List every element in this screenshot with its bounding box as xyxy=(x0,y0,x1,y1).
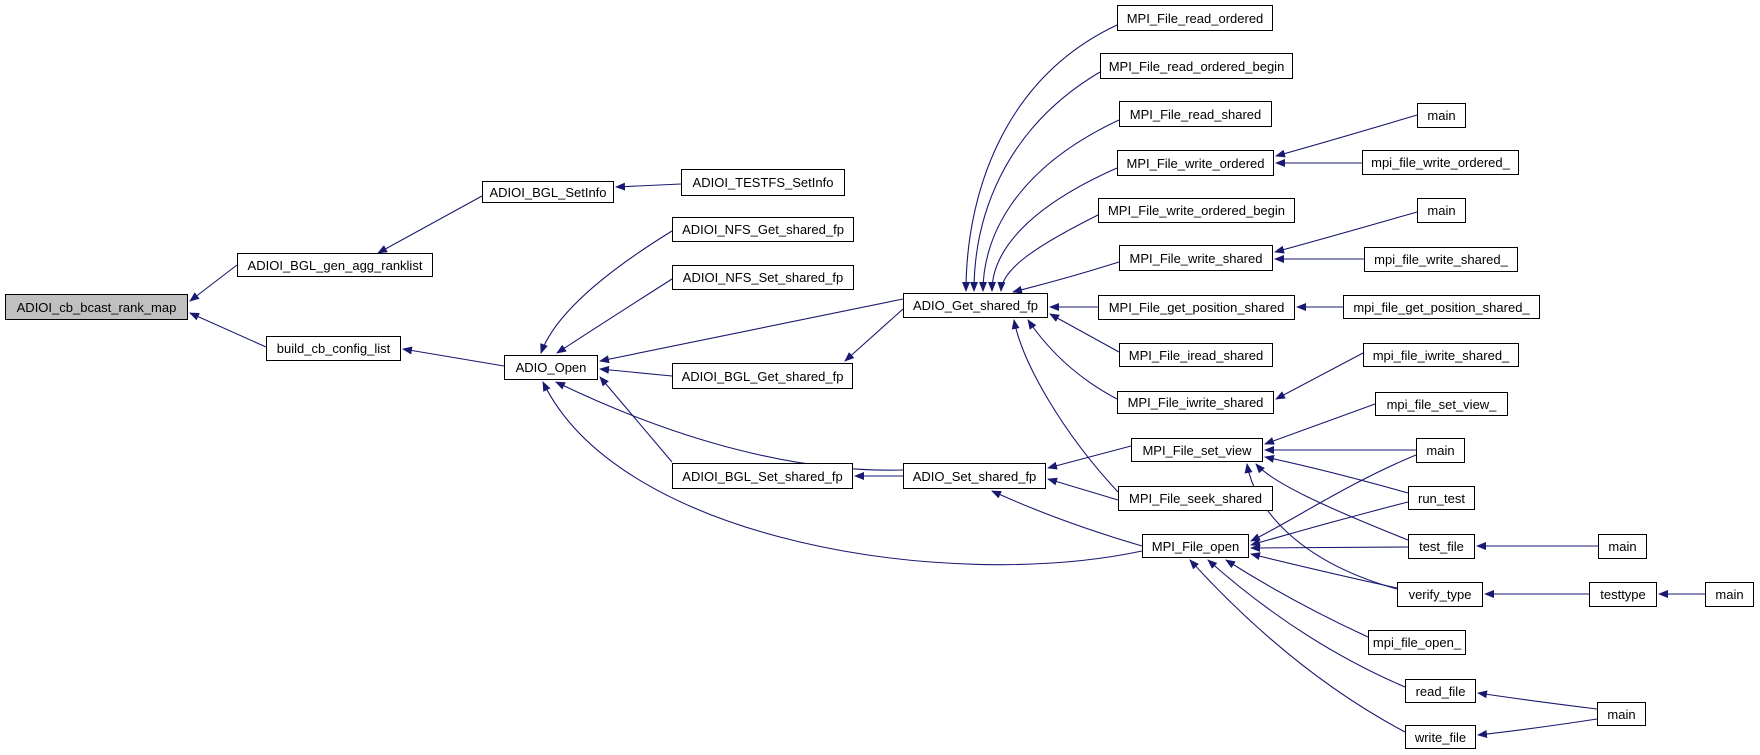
call-edge-set_view-to-set_sh xyxy=(1047,445,1132,470)
graph-node-rank_map[interactable]: ADIOI_cb_bcast_rank_map xyxy=(5,294,188,320)
graph-node-testtype[interactable]: testtype xyxy=(1589,582,1657,607)
call-edge-file_open-to-set_sh xyxy=(991,490,1143,547)
graph-node-adio_open[interactable]: ADIO_Open xyxy=(504,355,598,380)
graph-node-seek_shared[interactable]: MPI_File_seek_shared xyxy=(1118,486,1273,511)
graph-node-main1[interactable]: main xyxy=(1417,103,1466,128)
graph-node-f_open[interactable]: mpi_file_open_ xyxy=(1368,630,1466,655)
graph-node-bgl_setinfo[interactable]: ADIOI_BGL_SetInfo xyxy=(482,181,614,203)
call-edge-get_sh-to-adio_open xyxy=(599,298,904,364)
graph-node-bgl_set[interactable]: ADIOI_BGL_Set_shared_fp xyxy=(672,463,853,489)
graph-node-run_test[interactable]: run_test xyxy=(1408,486,1475,510)
call-edge-main6-to-read_file xyxy=(1477,690,1598,710)
graph-node-write_ordered[interactable]: MPI_File_write_ordered xyxy=(1117,150,1274,176)
graph-node-write_ob[interactable]: MPI_File_write_ordered_begin xyxy=(1098,198,1295,223)
graph-node-write_file[interactable]: write_file xyxy=(1405,725,1476,749)
call-edge-build_cb-to-rank_map xyxy=(189,312,267,348)
call-edge-verify_type-to-file_open xyxy=(1250,552,1398,589)
call-edge-read_ob-to-get_sh xyxy=(970,71,1101,292)
call-edge-set_sh-to-adio_open xyxy=(555,381,904,471)
call-edge-main2-to-write_shared xyxy=(1274,211,1418,254)
call-edge-iwrite_shared-to-get_sh xyxy=(1027,319,1118,400)
call-edge-read_shared-to-get_sh xyxy=(979,119,1120,292)
call-edge-gen_agg-to-rank_map xyxy=(189,264,238,302)
call-edge-main1-to-write_ordered xyxy=(1275,114,1418,158)
call-edge-bgl_get-to-adio_open xyxy=(599,365,673,377)
graph-node-write_shared[interactable]: MPI_File_write_shared xyxy=(1119,245,1273,271)
call-edge-read_ordered-to-get_sh xyxy=(962,24,1118,292)
graph-node-nfs_get[interactable]: ADIOI_NFS_Get_shared_fp xyxy=(672,217,854,242)
graph-node-read_shared[interactable]: MPI_File_read_shared xyxy=(1119,101,1272,127)
graph-node-set_view[interactable]: MPI_File_set_view xyxy=(1131,438,1263,462)
call-edge-testfs_setinfo-to-bgl_setinfo xyxy=(615,182,682,191)
call-edge-get_sh-to-bgl_get xyxy=(844,308,904,362)
graph-node-main6[interactable]: main xyxy=(1597,702,1646,726)
call-edge-bgl_setinfo-to-gen_agg xyxy=(377,195,483,254)
graph-node-get_sh[interactable]: ADIO_Get_shared_fp xyxy=(903,293,1048,318)
call-edge-adio_open-to-build_cb xyxy=(402,346,505,367)
graph-node-iwrite_shared[interactable]: MPI_File_iwrite_shared xyxy=(1117,391,1274,414)
call-edge-iread_shared-to-get_sh xyxy=(1049,313,1120,353)
graph-node-f_gps[interactable]: mpi_file_get_position_shared_ xyxy=(1343,295,1540,319)
call-edge-write_shared-to-get_sh xyxy=(1012,261,1120,294)
graph-node-f_wo[interactable]: mpi_file_write_ordered_ xyxy=(1362,150,1519,175)
call-edge-run_test-to-file_open xyxy=(1250,501,1409,547)
call-edge-main3-to-file_open xyxy=(1250,454,1417,542)
call-edge-write_ob-to-get_sh xyxy=(997,214,1099,292)
graph-node-verify_type[interactable]: verify_type xyxy=(1397,582,1483,607)
call-edge-bgl_set-to-adio_open xyxy=(599,376,673,463)
graph-node-read_ob[interactable]: MPI_File_read_ordered_begin xyxy=(1100,53,1293,79)
graph-node-iread_shared[interactable]: MPI_File_iread_shared xyxy=(1119,343,1273,367)
graph-node-main2[interactable]: main xyxy=(1417,198,1466,223)
graph-node-main5[interactable]: main xyxy=(1705,582,1754,607)
call-edge-write_file-to-file_open xyxy=(1189,559,1406,733)
call-edge-file_open-to-adio_open xyxy=(542,381,1143,566)
graph-node-get_pos[interactable]: MPI_File_get_position_shared xyxy=(1098,295,1295,320)
graph-node-test_file[interactable]: test_file xyxy=(1408,534,1475,559)
call-edge-write_ordered-to-get_sh xyxy=(988,167,1118,292)
call-edge-nfs_get-to-adio_open xyxy=(540,230,673,354)
graph-node-f_iws[interactable]: mpi_file_iwrite_shared_ xyxy=(1363,343,1519,367)
graph-node-read_ordered[interactable]: MPI_File_read_ordered xyxy=(1117,5,1273,31)
graph-node-gen_agg[interactable]: ADIOI_BGL_gen_agg_ranklist xyxy=(237,253,433,277)
graph-node-f_ws[interactable]: mpi_file_write_shared_ xyxy=(1364,247,1518,272)
call-edge-read_file-to-file_open xyxy=(1207,559,1406,688)
call-edge-seek_shared-to-get_sh xyxy=(1011,319,1119,493)
call-edge-seek_shared-to-set_sh xyxy=(1047,477,1119,501)
graph-node-read_file[interactable]: read_file xyxy=(1405,679,1476,703)
graph-node-build_cb[interactable]: build_cb_config_list xyxy=(266,336,401,361)
graph-node-main4[interactable]: main xyxy=(1598,534,1647,559)
graph-node-nfs_set[interactable]: ADIOI_NFS_Set_shared_fp xyxy=(672,265,854,290)
graph-node-testfs_setinfo[interactable]: ADIOI_TESTFS_SetInfo xyxy=(681,169,845,196)
graph-node-f_sv[interactable]: mpi_file_set_view_ xyxy=(1375,392,1508,416)
call-edge-test_file-to-set_view xyxy=(1255,463,1409,541)
call-edge-f_open-to-file_open xyxy=(1225,559,1369,638)
call-edge-f_sv-to-set_view xyxy=(1264,403,1376,445)
call-edge-nfs_set-to-adio_open xyxy=(556,278,673,354)
graph-node-set_sh[interactable]: ADIO_Set_shared_fp xyxy=(903,463,1046,489)
graph-node-file_open[interactable]: MPI_File_open xyxy=(1142,534,1249,558)
call-edge-run_test-to-set_view xyxy=(1264,454,1409,494)
graph-node-bgl_get[interactable]: ADIOI_BGL_Get_shared_fp xyxy=(672,363,853,389)
call-edge-f_iws-to-iwrite_shared xyxy=(1275,352,1364,400)
call-edge-main6-to-write_file xyxy=(1477,718,1598,738)
graph-node-main3[interactable]: main xyxy=(1416,438,1465,463)
call-edge-test_file-to-file_open xyxy=(1250,543,1409,552)
